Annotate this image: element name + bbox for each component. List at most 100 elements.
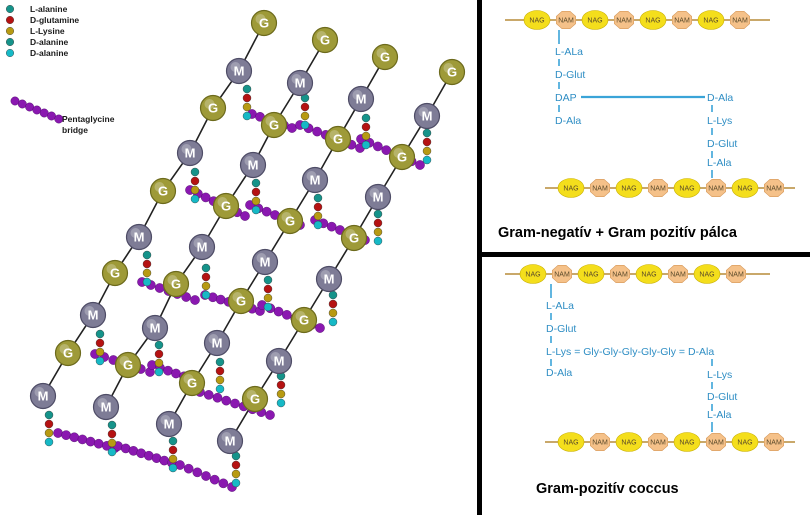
nag-shape [697, 10, 725, 30]
node-highlight [256, 253, 267, 263]
nag-shape [581, 10, 609, 30]
node-highlight [208, 334, 219, 344]
node-circle [315, 265, 343, 293]
node-highlight [316, 31, 327, 41]
node-letter: G [447, 65, 457, 80]
node-letter: M [310, 173, 321, 188]
node-highlight [329, 130, 340, 140]
nag-shape [673, 178, 701, 198]
node-highlight [320, 270, 331, 280]
node-letter: G [187, 376, 197, 391]
peptide-bead [107, 420, 117, 430]
peptide-bead [373, 218, 383, 228]
glycan-strand [168, 56, 386, 425]
nag-node: G [178, 369, 206, 397]
nag-shape [557, 178, 585, 198]
sugar-label: NAG [679, 186, 694, 193]
sugar-label: NAM [554, 272, 570, 279]
nam-node: M [286, 69, 314, 97]
peptide-label: D-Glut [707, 138, 737, 150]
node-circle [162, 270, 190, 298]
nam-node: M [347, 85, 375, 113]
sugar-label: NAG [563, 186, 578, 193]
sugar-label: NAG [563, 440, 578, 447]
node-circle [141, 314, 169, 342]
node-circle [216, 427, 244, 455]
nam-node: M [251, 248, 279, 276]
peptides [44, 84, 432, 488]
sugar-label: NAM [708, 186, 724, 193]
nag-node: G [324, 125, 352, 153]
peptide-label: D-Ala [555, 115, 581, 127]
pentaglycine-bead [218, 478, 229, 489]
legend-label: L-Lysine [30, 26, 65, 36]
sugar-label: NAM [708, 440, 724, 447]
peptide-bead [422, 137, 432, 147]
node-highlight [106, 264, 117, 274]
sugar-label: NAG [679, 440, 694, 447]
pentaglycine-bead [415, 160, 425, 170]
node-circle [155, 410, 183, 438]
peptide-bead [44, 428, 54, 438]
nag-node: G [162, 270, 190, 298]
node-circle [388, 143, 416, 171]
pentaglycine-bead [282, 310, 292, 320]
pentaglycine-bead [192, 467, 203, 478]
nag-node: G [311, 26, 339, 54]
peptide-bead [107, 429, 117, 439]
nam-shape [671, 11, 693, 30]
nag-sugar: NAG [615, 178, 643, 198]
peptide-label: D-Ala [546, 367, 572, 379]
legend-label: D-alanine [30, 37, 69, 47]
peptide-bead [168, 436, 178, 446]
nam-shape [667, 264, 689, 284]
nag-node: G [371, 43, 399, 71]
node-letter: G [397, 150, 407, 165]
node-circle [286, 69, 314, 97]
peptide-bead [263, 302, 273, 312]
peptide-bead [95, 356, 105, 366]
glycan-strand [229, 71, 453, 442]
peptide-bead [263, 293, 273, 303]
node-highlight [34, 387, 45, 397]
peptide-label: L-Lys [707, 115, 732, 127]
nam-node: M [225, 57, 253, 85]
peptide-bead [190, 176, 200, 186]
node-letter: G [250, 392, 260, 407]
node-circle [149, 177, 177, 205]
nag-shape [523, 10, 551, 30]
sugar-label: NAG [703, 18, 718, 25]
node-letter: M [295, 76, 306, 91]
node-circle [413, 102, 441, 130]
nag-sugar: NAG [731, 178, 759, 198]
pentaglycine-bead [315, 323, 325, 333]
pentaglycine-bead [261, 206, 272, 217]
peptide-bead [263, 284, 273, 294]
node-circle [276, 207, 304, 235]
nam-sugar: NAM [705, 432, 727, 452]
nam-node: M [364, 183, 392, 211]
pentaglycine-bead [85, 436, 96, 447]
nam-sugar: NAM [551, 264, 573, 284]
node-highlight [244, 156, 255, 166]
peptide-bead [95, 329, 105, 339]
node-letter: M [38, 389, 49, 404]
nag-shape [693, 264, 721, 284]
nam-node: M [413, 102, 441, 130]
legend-label: D-glutamine [30, 15, 79, 25]
legend: L-alanineD-glutamineL-LysineD-alanineD-a… [5, 4, 115, 135]
node-letter: M [373, 190, 384, 205]
node-highlight [230, 62, 241, 72]
peptide-bead [422, 128, 432, 138]
nag-sugar: NAG [557, 432, 585, 452]
nam-node: M [29, 382, 57, 410]
peptide-bead [242, 111, 252, 121]
nag-sugar: NAG [731, 432, 759, 452]
node-highlight [418, 107, 429, 117]
nam-sugar: NAM [647, 432, 669, 452]
peptide-label: L-Ala [707, 157, 732, 169]
peptide-bead [300, 102, 310, 112]
nam-shape [555, 11, 577, 30]
nam-sugar: NAM [763, 432, 785, 452]
